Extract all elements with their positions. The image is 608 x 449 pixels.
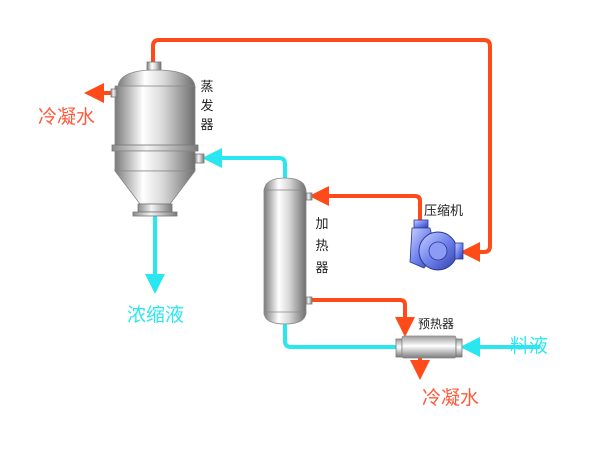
condensate-bottom-label: 冷凝水 [422,387,480,409]
heater-label-char: 热 [315,239,329,254]
compressor-label: 压缩机 [424,204,464,219]
concentrate-label: 浓缩液 [127,304,185,326]
heater-to-preheater-line [307,298,415,337]
heater-to-evaporator-line [202,148,287,183]
vapor-line-top [151,38,492,262]
evaporator-label: 蒸 发 器 [200,78,214,135]
evaporator-label-char: 蒸 [200,80,214,95]
heater-label: 加 热 器 [315,214,329,280]
compressor-to-heater-line [309,186,422,222]
heater-label-char: 加 [315,217,329,232]
evaporator-vessel [110,61,205,217]
preheater-vessel [395,335,463,359]
compressor-pump [409,219,464,271]
feed-label: 料液 [510,335,549,357]
condensate-top-label: 冷凝水 [38,106,96,128]
evaporator-label-char: 器 [200,118,214,133]
evaporator-label-char: 发 [200,99,214,114]
preheater-label: 预热器 [418,317,455,331]
heater-label-char: 器 [315,261,329,276]
preheater-to-heater-line [283,322,400,349]
heater-vessel [263,177,313,325]
